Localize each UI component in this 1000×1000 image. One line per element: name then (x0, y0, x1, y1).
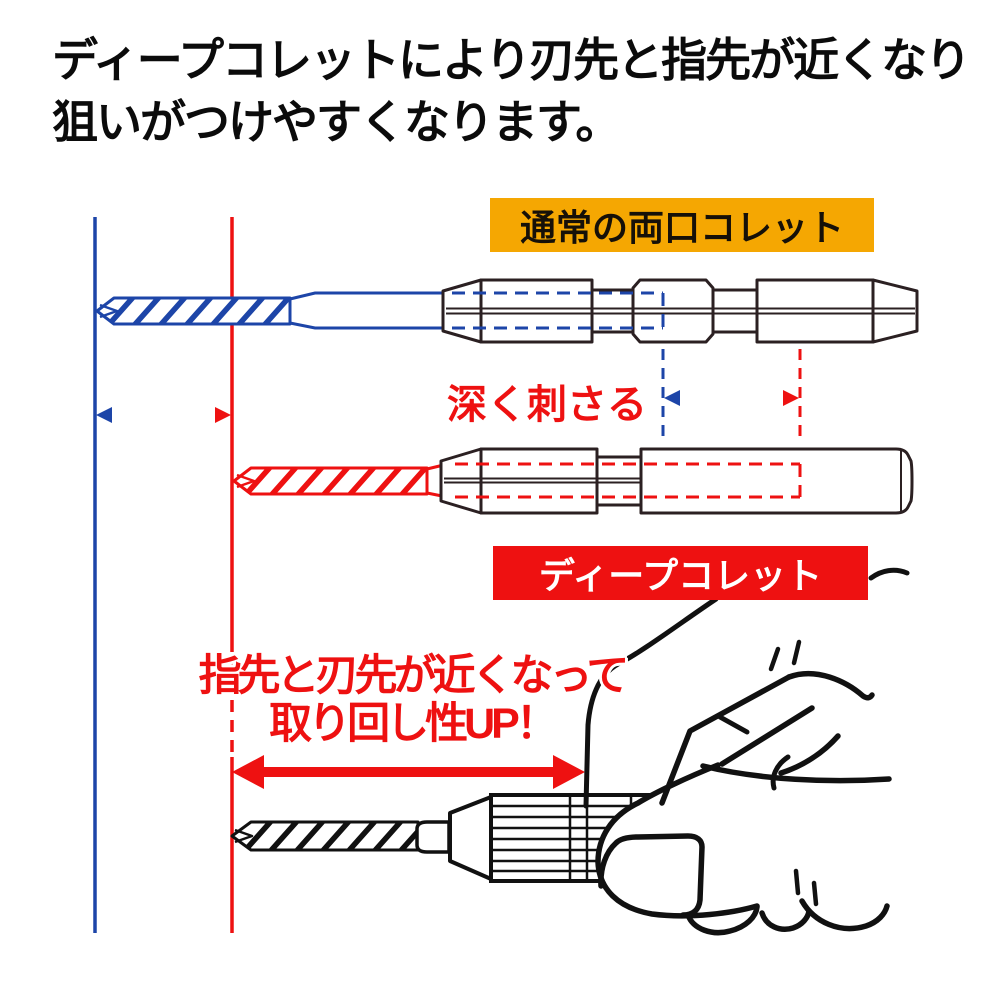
deep-collet-drawing (232, 447, 914, 515)
page-title: ディープコレットにより刃先と指先が近くなり 狙いがつけやすくなります。 (52, 30, 971, 153)
depth-note-text: 深く刺さる (447, 383, 647, 427)
handling-dimension-arrow (232, 755, 585, 789)
heading-line-1: ディープコレットにより刃先と指先が近くなり (52, 34, 971, 86)
depth-dimension-arrow (664, 390, 799, 406)
normal-collet-label: 通常の両口コレット (490, 198, 874, 252)
hand-illustration (583, 567, 910, 936)
deep-collet-label: ディープコレット (493, 546, 868, 600)
benefit-text: 指先と刃先が近くなって 取り回し性UP！ (182, 652, 642, 748)
leader-line (583, 596, 719, 809)
offset-arrow (96, 407, 231, 423)
benefit-line-2: 取り回し性UP！ (269, 700, 559, 749)
depth-comparison (661, 349, 802, 444)
motion-ticks (768, 639, 819, 907)
heading-line-2: 狙いがつけやすくなります。 (52, 95, 621, 148)
benefit-line-1: 指先と刃先が近くなって (198, 652, 630, 700)
sketch-dash (868, 567, 910, 581)
normal-collet-drawing (95, 278, 919, 344)
